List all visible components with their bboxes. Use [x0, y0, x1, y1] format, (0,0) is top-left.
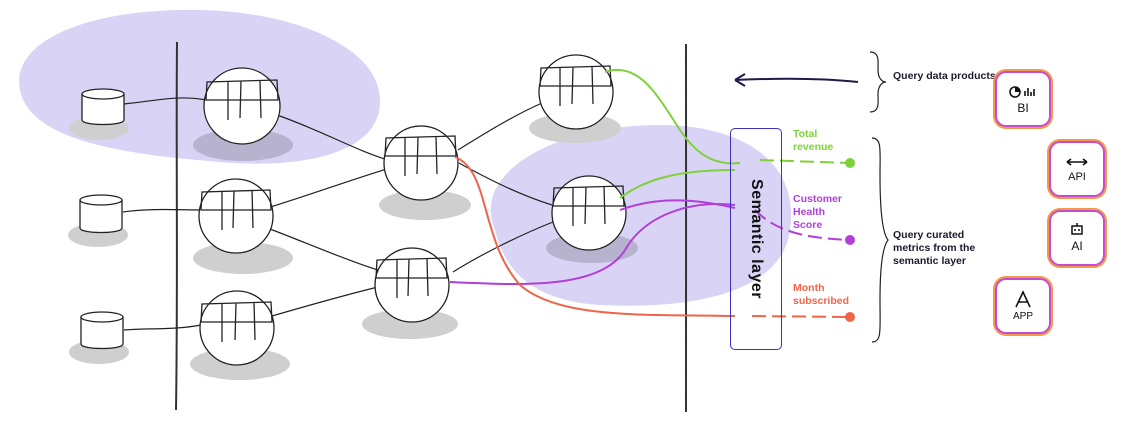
database-icon [79, 194, 123, 234]
metric-lines [449, 68, 851, 318]
ai-consumer-icon: AI [1051, 212, 1103, 264]
brace-bottom [871, 137, 889, 343]
total-revenue-line [619, 169, 736, 199]
metric-customer-health: Customer Health Score [793, 193, 843, 231]
semantic-layer-box [730, 128, 782, 350]
customer-health-line [619, 199, 736, 211]
database-icon [80, 311, 124, 350]
annotation-query-products: Query data products [893, 70, 996, 82]
annotation-query-metrics: Query curated metrics from the semantic … [893, 229, 976, 267]
query-arrow [734, 77, 859, 83]
customer-health-endpoint [845, 235, 855, 245]
app-consumer-icon: APP [997, 280, 1049, 332]
data-product-node [374, 247, 450, 323]
data-product-node [203, 67, 281, 145]
ai-label: AI [1071, 239, 1082, 253]
metric-month-subscribed: Month subscribed [793, 282, 850, 307]
api-consumer-icon: API [1051, 143, 1103, 195]
arrow-head-icon [734, 73, 746, 87]
app-label: APP [1013, 311, 1033, 322]
total-revenue-endpoint [845, 158, 855, 168]
data-product-node [198, 178, 274, 254]
data-products [198, 54, 627, 366]
data-product-node [538, 54, 614, 130]
brace-top [869, 51, 887, 113]
semantic-layer-label: Semantic layer [748, 179, 765, 299]
metric-total-revenue: Total revenue [793, 128, 834, 153]
separator-right [684, 43, 688, 413]
separator-left [175, 41, 178, 411]
api-label: API [1068, 171, 1086, 183]
data-product-node [199, 290, 275, 366]
bi-label: BI [1017, 101, 1028, 115]
customer-health-line [449, 203, 736, 285]
data-product-node [383, 125, 459, 201]
data-sources [79, 88, 125, 350]
bi-consumer-icon: BI [997, 73, 1049, 125]
data-product-node [551, 175, 627, 251]
month-subscribed-endpoint [845, 312, 855, 322]
month-subscribed-line [454, 156, 736, 317]
total-revenue-line [604, 68, 741, 165]
database-icon [81, 88, 125, 126]
connections [122, 97, 554, 331]
